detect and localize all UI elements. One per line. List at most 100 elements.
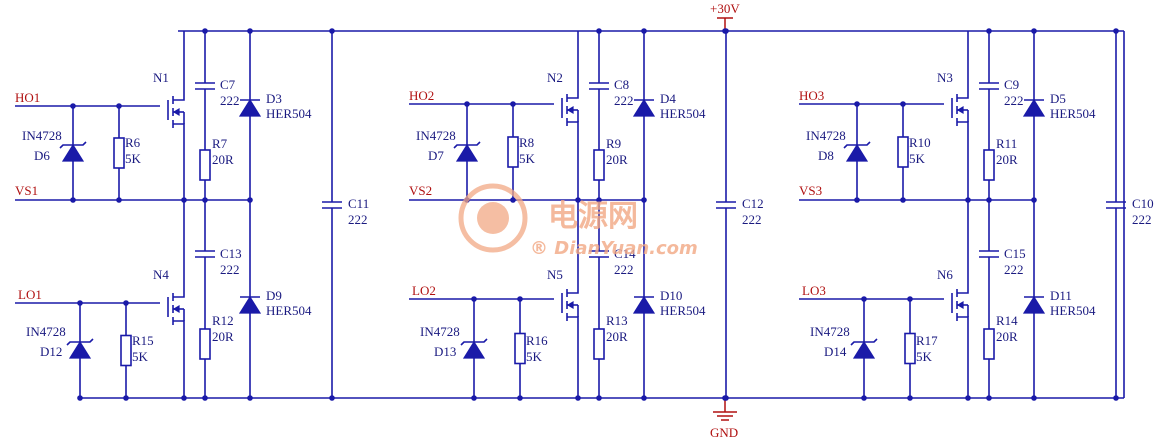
junction-dot (641, 395, 647, 401)
c14-capacitor (589, 250, 609, 258)
junction-dot (596, 395, 602, 401)
mosfet-ref: N2 (547, 70, 563, 85)
ho-label: HO1 (15, 90, 40, 105)
junction-dot (202, 395, 208, 401)
diode-body (455, 143, 479, 162)
resistor-value: 5K (526, 349, 543, 364)
cap-value: 222 (742, 212, 762, 227)
junction-dot (517, 395, 523, 401)
diode-bar (843, 141, 871, 149)
cap-ref: C13 (220, 246, 242, 261)
junction-dot (1113, 28, 1119, 34)
n3-mosfet (951, 31, 969, 200)
d8-zener (843, 141, 871, 162)
cap-ref: C9 (1004, 77, 1019, 92)
cap-value: 222 (220, 262, 240, 277)
n4-mosfet (167, 200, 185, 398)
labels: HO1VS1LO1IN4728D6IN4728D12R65KR155KN1N4C… (15, 1, 1154, 440)
vs-label: VS3 (799, 183, 822, 198)
diode-body (632, 98, 656, 117)
d11-diode (1022, 295, 1046, 314)
ho-label: HO2 (409, 88, 434, 103)
c9-capacitor (979, 82, 999, 90)
d4-diode (632, 98, 656, 117)
resistor-ref: R16 (526, 333, 548, 348)
r9-resistor (593, 149, 605, 181)
zener-value: IN4728 (806, 128, 846, 143)
junction-dot (986, 395, 992, 401)
ground-label: GND (710, 425, 738, 440)
cap-value: 222 (1004, 262, 1024, 277)
d6-zener (59, 141, 87, 162)
cap-ref: C14 (614, 246, 636, 261)
resistor-ref: R17 (916, 333, 938, 348)
diode-ref: D4 (660, 91, 676, 106)
n1-mosfet (167, 31, 185, 200)
arrow (172, 304, 180, 314)
junction-dot (123, 395, 129, 401)
diode-body (852, 340, 876, 359)
r6-resistor (113, 137, 125, 169)
diode-bar (66, 338, 94, 346)
zener-ref: D7 (428, 148, 444, 163)
junction-dot (1031, 28, 1037, 34)
source-lead (173, 123, 185, 200)
junction-dot (722, 28, 728, 34)
junction-dot (329, 395, 335, 401)
diode-bar (460, 338, 488, 346)
arrow (566, 105, 574, 115)
diode-value: HER504 (266, 106, 312, 121)
junction-dot (1113, 395, 1119, 401)
watermark-logo-icon (458, 183, 528, 253)
junction-dot (116, 197, 122, 203)
junction-dot (510, 197, 516, 203)
supply-label: +30V (710, 1, 740, 16)
resistor-ref: R12 (212, 313, 234, 328)
lo-label: LO2 (412, 283, 436, 298)
d9-diode (238, 295, 262, 314)
n6-mosfet (951, 200, 969, 398)
resistor-ref: R9 (606, 136, 621, 151)
zener-value: IN4728 (420, 324, 460, 339)
diode-value: HER504 (266, 303, 312, 318)
junction-dot (854, 197, 860, 203)
junction-dot (861, 395, 867, 401)
c15-capacitor (979, 250, 999, 258)
drain-lead (957, 31, 969, 99)
vs-label: VS2 (409, 183, 432, 198)
resistor-ref: R11 (996, 136, 1017, 151)
cap-ref: C12 (742, 196, 764, 211)
diode-ref: D5 (1050, 91, 1066, 106)
resistor-value: 5K (132, 349, 149, 364)
diode-body (462, 340, 486, 359)
resistor-ref: R7 (212, 136, 228, 151)
resistor-value: 5K (909, 151, 926, 166)
d5-diode (1022, 98, 1046, 117)
resistor-ref: R14 (996, 313, 1018, 328)
arrow (956, 105, 964, 115)
diode-body (1022, 295, 1046, 314)
resistor-value: 20R (996, 152, 1018, 167)
drain-lead (173, 200, 185, 298)
diode-value: HER504 (1050, 106, 1096, 121)
watermark-logo-core (477, 202, 509, 234)
d7-zener (453, 141, 481, 162)
diode-body (1022, 98, 1046, 117)
watermark-site: ® DianYuan.com (530, 238, 698, 259)
d10-diode (632, 295, 656, 314)
junction-dot (986, 28, 992, 34)
resistor-ref: R8 (519, 135, 534, 150)
c8-capacitor (589, 82, 609, 90)
d12-zener (66, 338, 94, 359)
arrow (956, 300, 964, 310)
n5-mosfet (561, 200, 579, 398)
r13-resistor (593, 328, 605, 360)
c10-capacitor (1106, 201, 1126, 209)
resistor-value: 20R (606, 329, 628, 344)
source-lead (567, 121, 579, 200)
watermark: 电源网® DianYuan.com (458, 183, 698, 259)
zener-ref: D8 (818, 148, 834, 163)
diode-ref: D10 (660, 288, 682, 303)
mosfet-ref: N1 (153, 70, 169, 85)
